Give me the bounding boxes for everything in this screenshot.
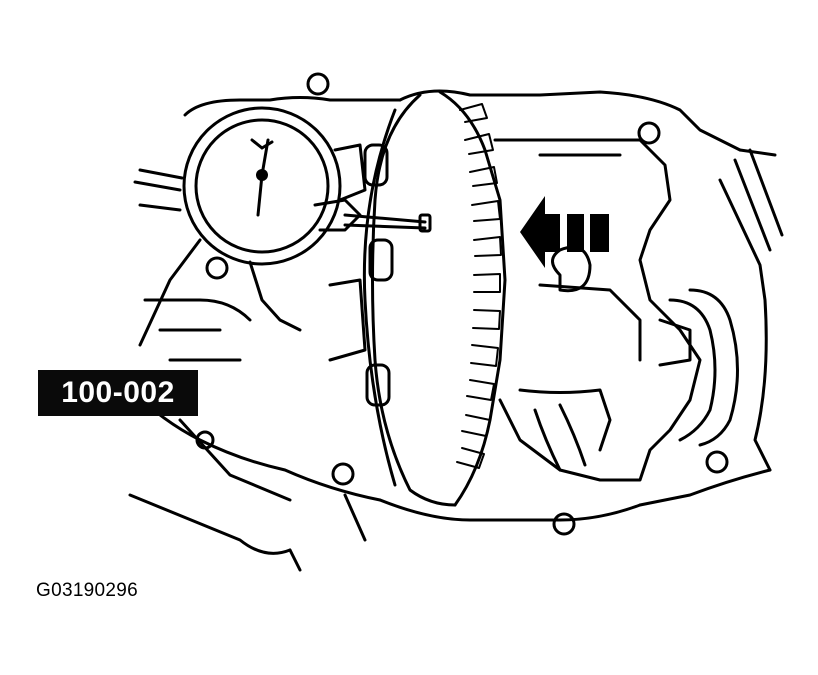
tool-label: 100-002 <box>38 370 198 416</box>
bolt-holes <box>195 72 729 536</box>
ring-gear <box>362 90 507 507</box>
housing-outline <box>118 89 784 572</box>
ring-gear-teeth <box>456 103 502 469</box>
direction-arrow-icon <box>520 196 609 268</box>
figure-id: G03190296 <box>36 580 139 601</box>
dial-indicator-icon <box>133 106 432 332</box>
bearing-cap <box>658 288 739 447</box>
differential-carrier <box>493 138 702 482</box>
carrier-bolts <box>328 143 394 407</box>
